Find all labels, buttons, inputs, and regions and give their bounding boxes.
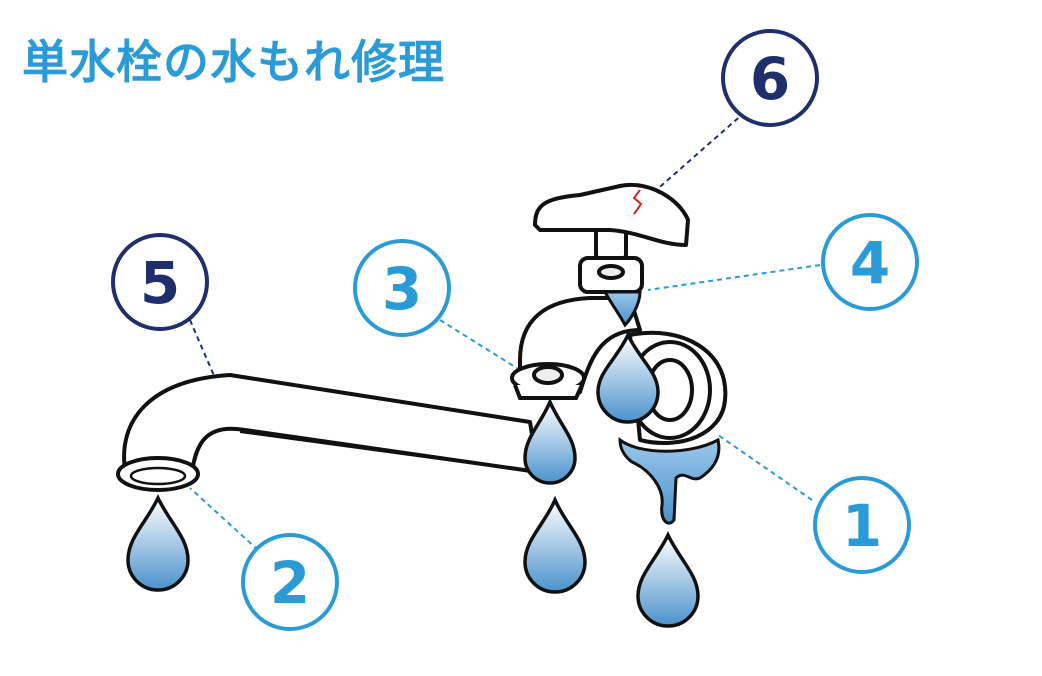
callout-number-2: 2 [270, 549, 310, 617]
callout-circle-4 [821, 213, 919, 311]
callout-5: 5 [111, 233, 209, 331]
callout-circle-5 [111, 233, 209, 331]
callout-circle-6 [721, 29, 819, 127]
spout-outlet [116, 456, 200, 492]
handle [533, 182, 690, 247]
page-title: 単水栓の水もれ修理 [22, 35, 445, 89]
callout-circle-3 [353, 239, 451, 337]
water-drop [636, 530, 700, 628]
callout-circle-2 [241, 533, 339, 631]
callout-number-3: 3 [382, 255, 422, 323]
water-puddle-1 [618, 437, 721, 525]
packing-nut [510, 362, 586, 400]
callout-2: 2 [241, 533, 339, 631]
water-leak-4 [602, 290, 642, 328]
crack-mark [632, 189, 643, 215]
water-drop [523, 397, 577, 485]
leader-line-2 [189, 487, 259, 551]
callout-number-6: 6 [750, 45, 790, 113]
callout-circle-1 [813, 476, 911, 574]
callout-3: 3 [353, 239, 451, 337]
spindle-nut [578, 226, 644, 294]
spout-highlight [239, 431, 521, 471]
leader-line-1 [717, 434, 813, 501]
leader-line-5 [189, 319, 216, 379]
callout-number-1: 1 [842, 492, 882, 560]
water-drop [596, 330, 660, 424]
water-drop [523, 495, 587, 594]
callout-6: 6 [721, 29, 819, 127]
leader-line-3 [439, 319, 521, 371]
callout-1: 1 [813, 476, 911, 574]
leader-line-4 [647, 264, 821, 291]
water-drop [126, 493, 190, 592]
callout-4: 4 [821, 213, 919, 311]
spout-pipe [122, 373, 540, 474]
callout-number-4: 4 [850, 229, 890, 297]
leader-line-6 [644, 111, 746, 201]
callout-number-5: 5 [140, 249, 180, 317]
